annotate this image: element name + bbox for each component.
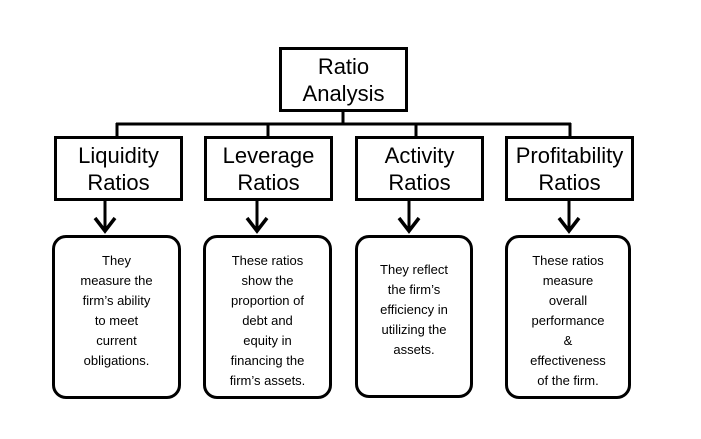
description-line: financing the (230, 353, 305, 368)
category-title-line: Ratios (237, 169, 300, 195)
category-box-activity: Activity Ratios (355, 136, 484, 201)
root-box-ratio-analysis: Ratio Analysis (279, 47, 408, 112)
category-title-line: Ratios (87, 169, 150, 195)
description-line: show the (241, 273, 294, 288)
description-line: efficiency in (380, 302, 448, 317)
description-line: effectiveness (530, 353, 606, 368)
down-arrow-icon (397, 201, 421, 234)
category-title-line: Ratios (538, 169, 601, 195)
down-arrow-icon (557, 201, 581, 234)
category-box-liquidity: Liquidity Ratios (54, 136, 183, 201)
description-box-activity: They reflect the firm’s efficiency in ut… (355, 235, 473, 398)
category-title-line: Leverage (222, 142, 315, 168)
description-line: the firm’s (387, 282, 441, 297)
category-box-leverage: Leverage Ratios (204, 136, 333, 201)
description-line: firm’s assets. (229, 373, 306, 388)
description-line: performance (531, 313, 605, 328)
description-line: firm’s ability (82, 293, 151, 308)
category-title-line: Activity (384, 142, 455, 168)
description-line: They (102, 253, 131, 268)
category-title-line: Liquidity (78, 142, 159, 168)
description-line: current (96, 333, 137, 348)
description-line: overall (548, 293, 588, 308)
description-line: measure (542, 273, 594, 288)
description-line: assets. (393, 342, 435, 357)
description-line: obligations. (83, 353, 150, 368)
description-box-liquidity: They measure the firm’s ability to meet … (52, 235, 181, 399)
category-title-line: Profitability (515, 142, 624, 168)
description-line: to meet (94, 313, 139, 328)
description-line: These ratios (532, 253, 604, 268)
description-line: & (563, 333, 573, 348)
description-line: measure the (80, 273, 153, 288)
root-title-line: Ratio (317, 53, 370, 79)
description-line: equity in (243, 333, 292, 348)
category-title-line: Ratios (388, 169, 451, 195)
category-box-profitability: Profitability Ratios (505, 136, 634, 201)
description-box-profitability: These ratios measure overall performance… (505, 235, 631, 399)
description-line: proportion of (231, 293, 304, 308)
down-arrow-icon (93, 201, 117, 234)
root-title-line: Analysis (302, 80, 385, 106)
description-line: of the firm. (537, 373, 599, 388)
description-box-leverage: These ratios show the proportion of debt… (203, 235, 332, 399)
description-line: These ratios (231, 253, 304, 268)
down-arrow-icon (245, 201, 269, 234)
description-line: utilizing the (381, 322, 447, 337)
description-line: debt and (242, 313, 293, 328)
description-line: They reflect (380, 262, 448, 277)
